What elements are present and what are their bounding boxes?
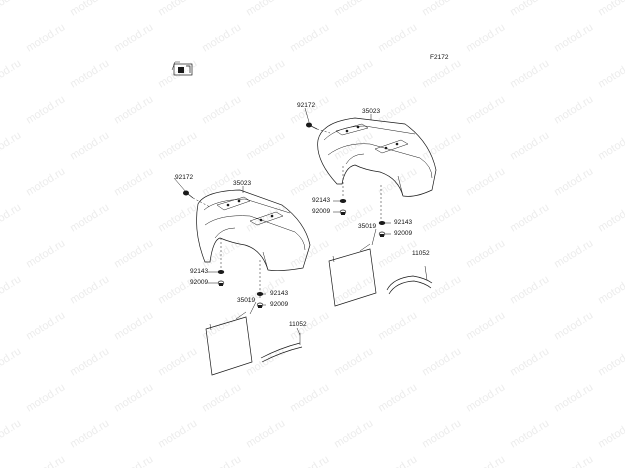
part-label-fender: 35023 [233, 180, 252, 187]
fuel-pump-logo-icon [171, 61, 193, 76]
nut-icon [217, 280, 225, 286]
washer-icon [256, 292, 264, 296]
part-label-washer: 92143 [190, 268, 209, 275]
mudflap [205, 311, 253, 376]
washer-icon [217, 270, 225, 274]
bolt-icon [183, 190, 194, 199]
part-label-mudflap: 35019 [358, 223, 377, 230]
bracket [260, 333, 303, 363]
part-label-nut: 92009 [190, 279, 209, 286]
diagram-code: F2172 [430, 54, 449, 61]
fender [196, 189, 311, 272]
right-fender-assembly [304, 107, 437, 307]
part-label-bracket: 11052 [412, 250, 430, 257]
part-label-nut: 92009 [270, 301, 289, 308]
mudflap [328, 243, 377, 307]
fender [317, 117, 437, 197]
left-fender-assembly [173, 177, 311, 376]
nut-icon [256, 302, 264, 308]
part-label-mudflap: 35019 [237, 297, 256, 304]
part-label-nut: 92009 [312, 208, 331, 215]
washer-icon [339, 199, 347, 203]
part-label-bolt: 92172 [297, 102, 316, 109]
part-label-washer: 92143 [394, 219, 413, 226]
part-label-bolt: 92172 [175, 174, 194, 181]
part-label-nut: 92009 [394, 230, 413, 237]
bracket [386, 265, 433, 295]
washer-icon [378, 221, 386, 225]
nut-icon [339, 209, 347, 215]
part-label-bracket: 11052 [289, 321, 307, 328]
bolt-icon [306, 122, 318, 130]
nut-icon [378, 231, 386, 237]
part-label-washer: 92143 [312, 197, 331, 204]
part-label-fender: 35023 [362, 108, 381, 115]
part-label-washer: 92143 [270, 290, 289, 297]
